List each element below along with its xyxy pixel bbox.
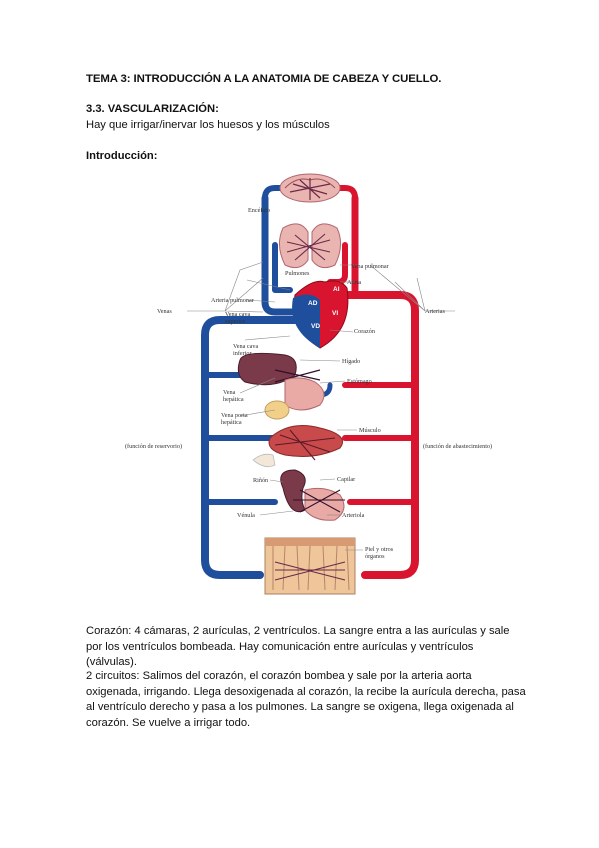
kidney-organ bbox=[280, 469, 345, 521]
heart-ai-label: AI bbox=[333, 286, 340, 293]
label-vena-porta-1: Vena porta bbox=[221, 412, 248, 419]
label-vena-cava-sup-2: superior bbox=[225, 318, 245, 325]
label-piel-2: órganos bbox=[365, 553, 385, 560]
lungs-organ bbox=[279, 223, 341, 269]
label-venas: Venas bbox=[157, 308, 172, 315]
liver-organ bbox=[237, 352, 321, 386]
label-vena-cava-inf-1: Vena cava bbox=[233, 343, 259, 350]
label-vena-porta-2: hepática bbox=[221, 419, 242, 426]
label-aorta: Aorta bbox=[347, 279, 361, 286]
muscle-organ bbox=[252, 425, 343, 468]
label-vena-cava-inf-2: inferior bbox=[233, 350, 252, 357]
label-piel-1: Piel y otros bbox=[365, 546, 394, 553]
label-musculo: Músculo bbox=[359, 427, 381, 434]
label-arterias: Arterias bbox=[425, 308, 446, 315]
paragraph-heart: Corazón: 4 cámaras, 2 aurículas, 2 ventr… bbox=[86, 625, 510, 668]
stomach-organ bbox=[264, 377, 325, 420]
label-venula: Vénula bbox=[237, 512, 255, 519]
section-line: Hay que irrigar/inervar los huesos y los… bbox=[86, 119, 330, 131]
label-encefalo: Encéfalo bbox=[248, 207, 270, 214]
figure-labels: Encéfalo Pulmones Vena pulmonar Aorta Ar… bbox=[125, 207, 492, 560]
label-arteriola: Arteriola bbox=[342, 512, 365, 519]
skin-organ bbox=[264, 537, 356, 595]
heart-ad-label: AD bbox=[308, 300, 318, 307]
heart-vd-label: VD bbox=[311, 323, 320, 330]
label-funcion-reservorio: (función de reservorio) bbox=[125, 443, 182, 450]
label-corazon: Corazón bbox=[354, 328, 375, 335]
label-estomago: Estómago bbox=[347, 378, 372, 385]
label-vena-cava-sup-1: Vena cava bbox=[225, 311, 251, 318]
label-funcion-abastecimiento: (función de abastecimiento) bbox=[423, 443, 492, 450]
circulatory-diagram: AD VD AI VI bbox=[125, 173, 492, 595]
section-heading: 3.3. VASCULARIZACIÓN: bbox=[86, 103, 219, 115]
label-vena-hepatica-1: Vena bbox=[223, 389, 236, 396]
leader-lines bbox=[187, 261, 455, 551]
label-vena-hepatica-2: hepática bbox=[223, 396, 244, 403]
heart-vi-label: VI bbox=[332, 310, 338, 317]
label-pulmones: Pulmones bbox=[285, 270, 310, 277]
label-higado: Hígado bbox=[342, 358, 360, 365]
paragraph-circuits: 2 circuitos: Salimos del corazón, el cor… bbox=[86, 670, 526, 729]
label-capilar: Capilar bbox=[337, 476, 355, 483]
intro-heading: Introducción: bbox=[86, 150, 158, 162]
label-vena-pulmonar: Vena pulmonar bbox=[351, 263, 389, 270]
label-arteria-pulmonar: Arteria pulmonar bbox=[211, 297, 254, 304]
brain-organ bbox=[279, 173, 341, 203]
heart-organ: AD VD AI VI bbox=[292, 280, 349, 349]
document-title: TEMA 3: INTRODUCCIÓN A LA ANATOMIA DE CA… bbox=[86, 73, 442, 85]
label-rinon: Riñón bbox=[253, 477, 268, 484]
vessels bbox=[201, 185, 419, 579]
